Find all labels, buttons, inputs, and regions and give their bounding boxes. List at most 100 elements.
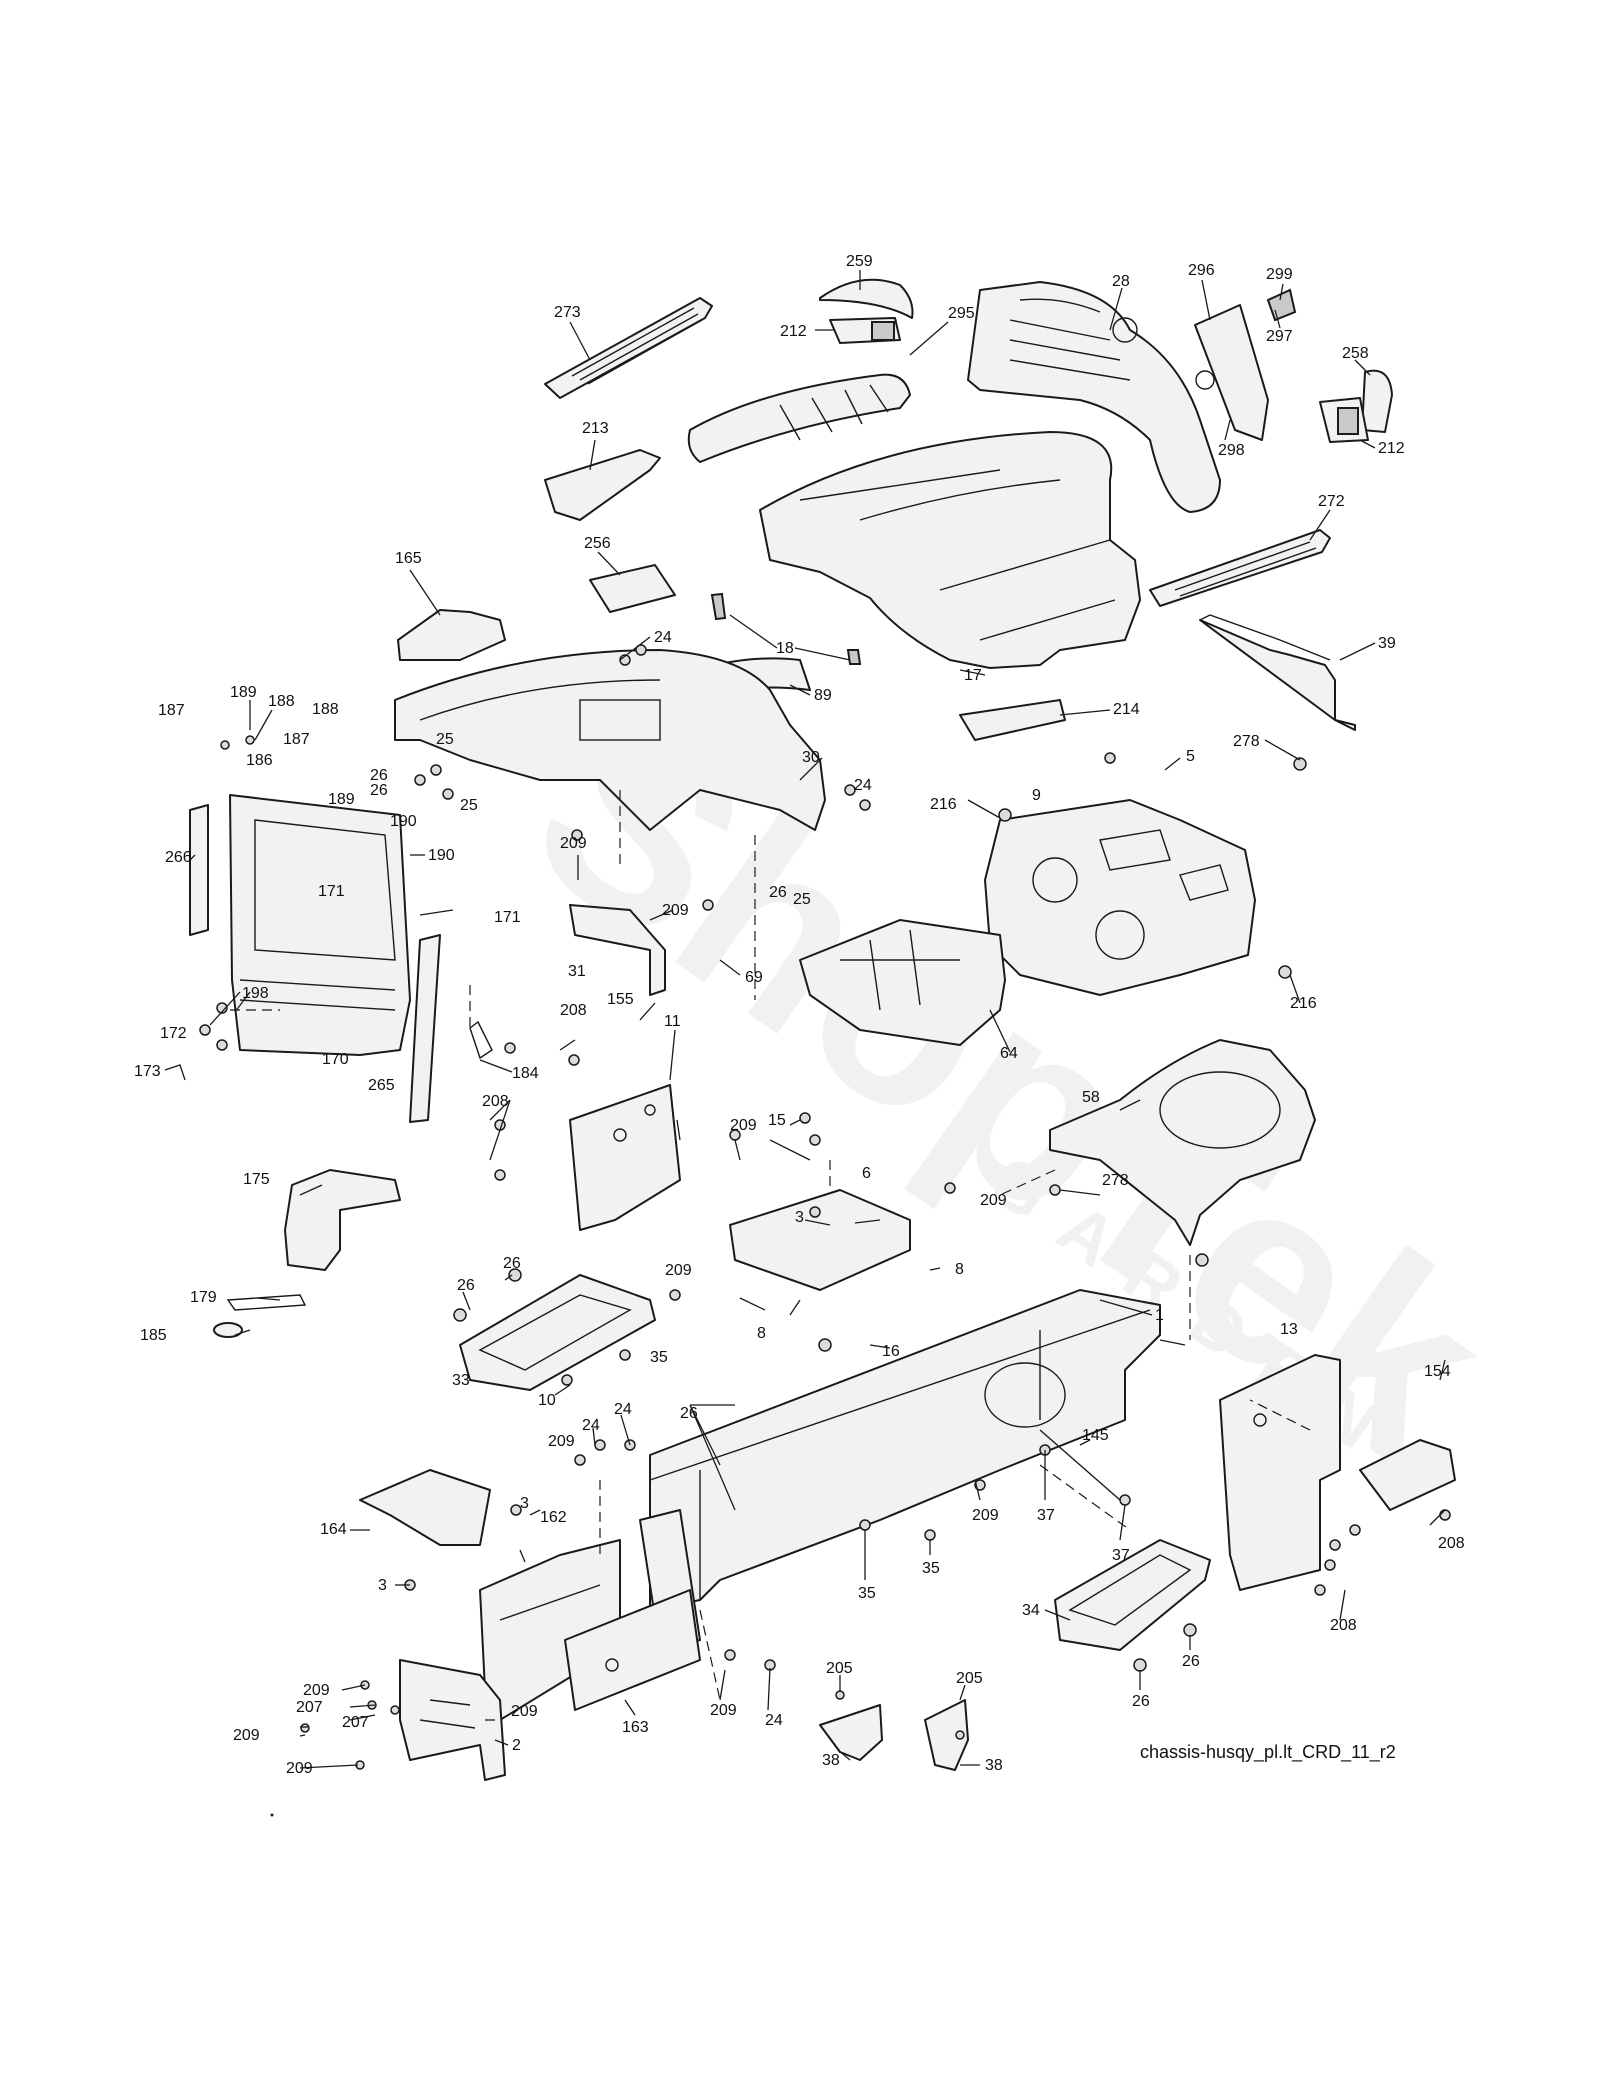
callout-label-c31: 31: [568, 963, 586, 980]
callout-label-c299: 299: [1266, 266, 1293, 283]
callout-label-c37b: 37: [1112, 1547, 1130, 1564]
callout-label-c190b: 190: [428, 847, 455, 864]
callout-label-c163: 163: [622, 1719, 649, 1736]
callout-label-c26d: 26: [503, 1255, 521, 1272]
callout-label-c25a: 25: [436, 731, 454, 748]
callout-label-c187b: 187: [283, 731, 310, 748]
callout-label-c35b: 35: [922, 1560, 940, 1577]
callout-label-c26a: 26: [370, 767, 388, 784]
part-6-plate: [729, 1189, 911, 1291]
callout-label-c185: 185: [140, 1327, 167, 1344]
part-266-rear-strip: [189, 804, 209, 936]
callout-label-c272: 272: [1318, 493, 1345, 510]
part-213-bracket: [544, 449, 661, 521]
part-28-grille-face: [967, 281, 1221, 513]
part-58-tank-support: [1049, 1039, 1316, 1246]
part-34-step: [1054, 1539, 1211, 1651]
callout-label-c207b: 207: [342, 1714, 369, 1731]
callout-label-c297: 297: [1266, 328, 1293, 345]
callout-label-c209g: 209: [972, 1507, 999, 1524]
callout-label-c162: 162: [540, 1509, 567, 1526]
part-9-dash-panel: [984, 799, 1256, 996]
callout-label-c187a: 187: [158, 702, 185, 719]
callout-label-c175: 175: [243, 1171, 270, 1188]
callout-label-c26h: 26: [1132, 1693, 1150, 1710]
callout-label-c207a: 207: [296, 1699, 323, 1716]
callout-label-c33: 33: [452, 1372, 470, 1389]
callout-label-c216b: 216: [1290, 995, 1317, 1012]
part-179-rod: [226, 1294, 307, 1311]
callout-label-c296: 296: [1188, 262, 1215, 279]
callout-label-c212a: 212: [780, 323, 807, 340]
part-64-shield: [799, 919, 1006, 1046]
callout-label-c188a: 188: [268, 693, 295, 710]
callout-label-c216a: 216: [930, 796, 957, 813]
callout-label-c26g: 26: [1182, 1653, 1200, 1670]
callout-label-c266: 266: [165, 849, 192, 866]
assembly-lines: [230, 790, 1311, 1701]
callout-label-c16: 16: [882, 1343, 900, 1360]
callout-label-c24d: 24: [582, 1417, 600, 1434]
callout-label-c208b: 208: [482, 1093, 509, 1110]
callout-label-c35c: 35: [858, 1585, 876, 1602]
callout-label-c28: 28: [1112, 273, 1130, 290]
callout-label-c188b: 188: [312, 701, 339, 718]
callout-label-c8a: 8: [955, 1261, 964, 1278]
callout-label-c209k: 209: [233, 1727, 260, 1744]
callout-label-c265: 265: [368, 1077, 395, 1094]
callout-label-c171b: 171: [494, 909, 521, 926]
callout-label-c18: 18: [776, 640, 794, 657]
part-295-vent-insert: [687, 373, 911, 463]
callout-label-c184: 184: [512, 1065, 539, 1082]
callout-label-c25b: 25: [460, 797, 478, 814]
callout-label-c209j: 209: [710, 1702, 737, 1719]
callout-label-c213: 213: [582, 420, 609, 437]
callout-label-c69: 69: [745, 969, 763, 986]
callout-label-c3c: 3: [378, 1577, 387, 1594]
part-185-knob: [213, 1322, 243, 1338]
callout-label-c17: 17: [964, 667, 982, 684]
callout-label-c214: 214: [1113, 701, 1140, 718]
callout-label-c10: 10: [538, 1392, 556, 1409]
callout-label-c189a: 189: [230, 684, 257, 701]
callout-label-c208d: 208: [1330, 1617, 1357, 1634]
callout-label-c190a: 190: [390, 813, 417, 830]
callout-label-c209f: 209: [548, 1433, 575, 1450]
part-299-badge: [1266, 288, 1297, 322]
callout-label-c256: 256: [584, 535, 611, 552]
callout-label-c24c: 24: [614, 1401, 632, 1418]
callout-label-c198: 198: [242, 985, 269, 1002]
part-145-rod: [1039, 1429, 1121, 1501]
callout-label-c208c: 208: [1438, 1535, 1465, 1552]
callout-label-c208a: 208: [560, 1002, 587, 1019]
callout-label-c9: 9: [1032, 787, 1041, 804]
callout-label-c26b: 26: [370, 782, 388, 799]
part-259-lens: [819, 278, 914, 319]
part-30-fender: [394, 649, 826, 831]
callout-label-c154: 154: [1424, 1363, 1451, 1380]
part-212-light: [829, 317, 901, 344]
part-38-right-bracket: [924, 1699, 969, 1771]
callout-label-c3b: 3: [520, 1495, 529, 1512]
part-184-clip: [469, 1020, 493, 1060]
callout-label-c186: 186: [246, 752, 273, 769]
callout-label-c25c: 25: [793, 891, 811, 908]
part-11-panel: [569, 1084, 681, 1231]
callout-label-c39: 39: [1378, 635, 1396, 652]
part-2-front-bracket: [399, 1659, 506, 1781]
callout-label-c58: 58: [1082, 1089, 1100, 1106]
callout-label-c278b: 278: [1102, 1172, 1129, 1189]
callout-label-c258: 258: [1342, 345, 1369, 362]
callout-label-c209l: 209: [286, 1760, 313, 1777]
callout-label-c24a: 24: [654, 629, 672, 646]
part-272-right-grille: [1149, 529, 1331, 607]
callout-label-c34: 34: [1022, 1602, 1040, 1619]
callout-label-c3a: 3: [795, 1209, 804, 1226]
callout-label-c6: 6: [862, 1165, 871, 1182]
callout-labels: 259 273 212 295 28 296 299 297 258 298 2…: [134, 253, 1465, 1777]
callout-label-c24e: 24: [765, 1712, 783, 1729]
callout-label-c24b: 24: [854, 777, 872, 794]
part-154-hitch: [1359, 1439, 1456, 1511]
